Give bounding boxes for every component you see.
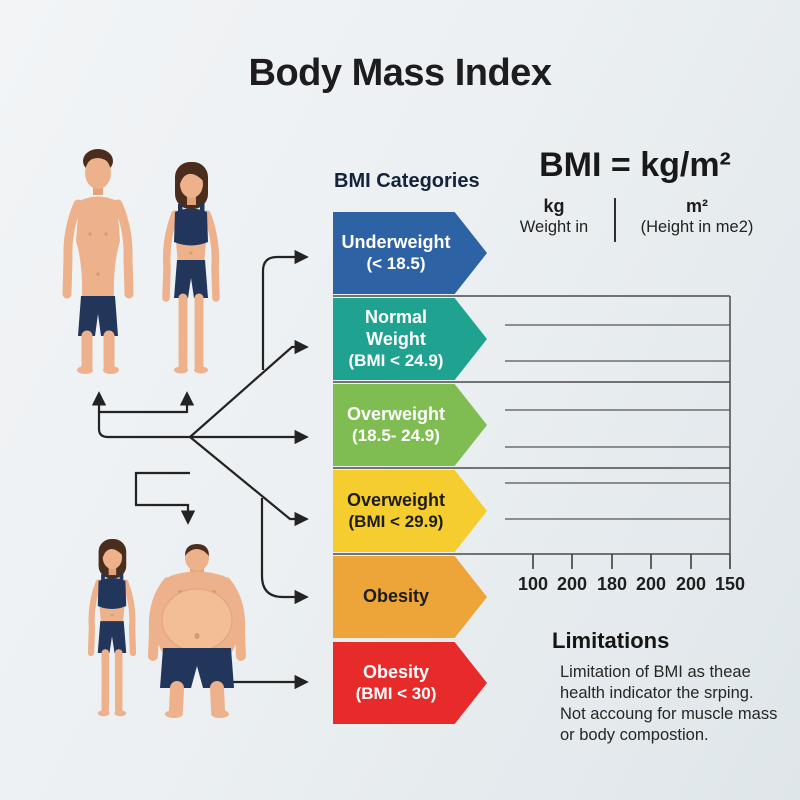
limitations-line: Limitation of BMI as theae: [560, 663, 751, 681]
axis-ticks: [532, 554, 731, 569]
category-range: (18.5- 24.9): [352, 425, 440, 445]
figure-normal-weight-man: [62, 149, 134, 374]
limitations-text: Limitation of BMI as theae health indica…: [560, 662, 785, 746]
categories-header: BMI Categories: [334, 170, 480, 192]
obese-man-right-leg: [210, 681, 225, 717]
man-right-foot: [103, 366, 119, 374]
man-chest-dot: [104, 232, 108, 236]
category-banner-normal-weight: Normal Weight (BMI < 24.9): [333, 298, 487, 380]
category-banner-overweight-2: Overweight (BMI < 29.9): [333, 470, 487, 552]
arrow-hub-left-curve: [97, 412, 190, 439]
category-banner-underweight: Underweight (< 18.5): [333, 212, 487, 294]
limitations-line: health indicator the srping.: [560, 684, 754, 703]
obese-man-belly: [161, 588, 233, 652]
category-range: (BMI < 29.9): [348, 511, 444, 531]
limitations-header: Limitations: [552, 628, 670, 653]
axis-label: 200: [635, 574, 667, 594]
man-chest-dot: [88, 232, 92, 236]
axis-label: 100: [517, 574, 549, 594]
arrow-to-underweight: [261, 249, 309, 370]
category-range: (< 18.5): [366, 253, 426, 273]
man-shorts: [78, 296, 118, 336]
man-navel: [96, 272, 100, 276]
figure-normal-weight-woman: [147, 156, 235, 378]
man-right-arm: [113, 199, 134, 299]
category-label: Overweight: [346, 403, 446, 424]
arrow-to-obesity-orange: [260, 498, 309, 605]
obese-man-right-foot: [211, 710, 229, 718]
category-label: Underweight: [341, 231, 451, 252]
obese-man-shorts: [160, 648, 234, 688]
grid-lines: [333, 295, 731, 555]
category-label: Normal Weight: [364, 306, 427, 349]
arrow-down-to-obese-man: [134, 471, 196, 525]
obese-man-navel: [194, 633, 200, 639]
category-banner-overweight-1: Overweight (18.5- 24.9): [333, 384, 487, 466]
obese-man-hair: [185, 544, 209, 556]
arrow-to-overweight-yellow: [189, 436, 309, 527]
man-left-foot: [77, 366, 93, 374]
category-range: (BMI < 24.9): [348, 350, 444, 370]
fraction-divider: [614, 198, 616, 242]
man-head: [85, 157, 111, 189]
axis-label: 200: [556, 574, 588, 594]
arrow-to-normal-weight: [189, 339, 309, 438]
category-label: Obesity: [362, 661, 430, 682]
obese-man-head: [185, 545, 209, 571]
connector-arrows: [91, 249, 309, 690]
page-title: Body Mass Index: [248, 52, 552, 94]
limitations-line: or body compostion.: [560, 726, 709, 745]
grid-sublines: [505, 324, 730, 520]
man-hair-front: [85, 152, 111, 165]
formula-numerator: kg Weight in: [500, 196, 608, 242]
man-left-arm: [62, 199, 83, 299]
denominator-unit: m²: [686, 196, 708, 216]
axis-label: 200: [675, 574, 707, 594]
axis-label: 180: [596, 574, 628, 594]
category-range: (BMI < 30): [355, 683, 437, 703]
formula-denominator: m² (Height in me2): [624, 196, 770, 242]
obese-man-left-leg: [169, 681, 184, 717]
category-banner-list: Underweight (< 18.5) Normal Weight (BMI …: [333, 212, 487, 724]
numerator-label: Weight in: [519, 217, 589, 236]
limitations-line: Not accoung for muscle mass: [560, 705, 778, 724]
man-torso: [76, 196, 120, 298]
category-banner-obesity-1: Obesity: [333, 556, 487, 638]
bmi-formula: BMI = kg/m²: [539, 146, 731, 184]
formula-fraction: kg Weight in m² (Height in me2): [500, 196, 770, 242]
figure-slim-woman: [75, 534, 149, 720]
numerator-unit: kg: [543, 196, 565, 216]
axis-label: 150: [714, 574, 746, 594]
denominator-label: (Height in me2): [640, 217, 754, 236]
man-neck: [93, 184, 103, 195]
category-banner-obesity-2: Obesity (BMI < 30): [333, 642, 487, 724]
category-label: Obesity: [362, 586, 430, 607]
obese-man-left-foot: [165, 710, 183, 718]
figure-obese-man: [148, 544, 246, 718]
category-label: Overweight: [346, 489, 446, 510]
